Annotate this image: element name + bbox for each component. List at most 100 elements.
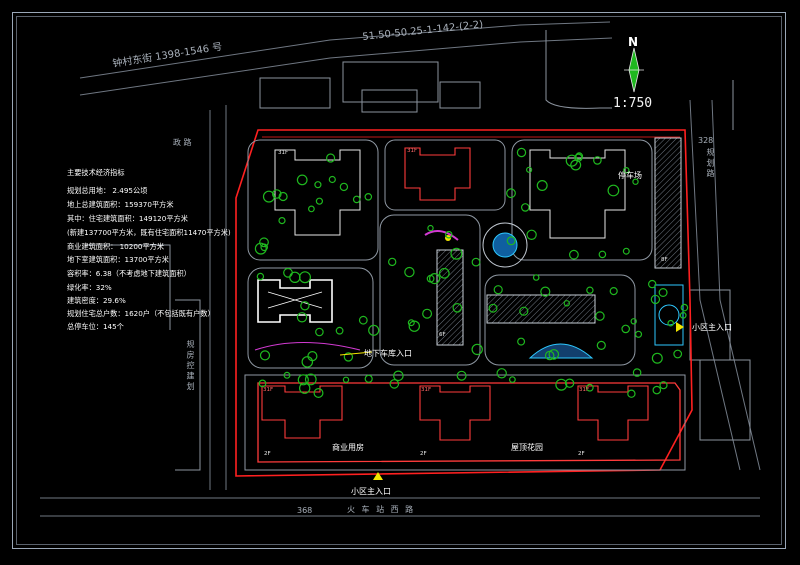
tree-icon — [444, 230, 453, 239]
road-left-label: 政 路 — [173, 138, 192, 147]
tree-icon — [596, 340, 606, 350]
tree-icon — [283, 371, 291, 379]
parking-label: 停车场 — [618, 171, 642, 180]
tree-icon — [506, 188, 516, 199]
spec-line: (新建137700平方米，既有住宅面积11470平方米) — [67, 228, 231, 237]
specs-title: 主要技术经济指标 — [67, 168, 125, 177]
tree-icon — [548, 349, 560, 360]
red-towers — [257, 147, 681, 463]
tree-icon — [623, 166, 630, 174]
tree-icon — [304, 373, 317, 386]
floor-tag: 2F — [578, 451, 585, 457]
tree-icon — [299, 271, 312, 284]
tree-icon — [509, 376, 516, 384]
tree-icon — [389, 379, 400, 389]
tree-icon — [471, 257, 481, 267]
tree-icon — [673, 349, 683, 359]
tree-icon — [422, 308, 433, 319]
spec-line: 地下室建筑面积：13700平方米 — [67, 255, 169, 264]
tree-icon — [517, 337, 526, 346]
tree-icon — [609, 287, 618, 296]
spec-line: 容积率：6.38（不考虑地下建筑面积） — [67, 269, 191, 278]
tree-icon — [648, 279, 657, 289]
floor-tag: 31F — [579, 387, 590, 393]
floor-tag: 8F — [661, 257, 668, 263]
spec-line: 商业建筑面积： 10200平方米 — [67, 242, 165, 251]
tree-icon — [622, 247, 630, 255]
tree-icon — [283, 267, 293, 278]
tree-icon — [536, 180, 548, 192]
tree-icon — [299, 382, 311, 394]
tree-icon — [296, 312, 308, 323]
tree-icon — [364, 374, 373, 383]
tree-icon — [627, 389, 636, 398]
tree-icon — [595, 311, 605, 321]
tree-icon — [301, 356, 314, 368]
context-buildings — [85, 30, 751, 471]
tree-icon — [260, 243, 269, 252]
tree-icon — [667, 319, 675, 327]
internal-roads — [244, 139, 686, 471]
tree-icon — [429, 273, 441, 285]
tree-icon — [259, 350, 271, 361]
slab-buildings — [436, 137, 682, 346]
tree-icon — [315, 327, 324, 337]
spec-line: 规划总用地： 2.495公顷 — [67, 186, 148, 195]
drawing-frame-inner — [16, 16, 782, 545]
tree-icon — [506, 236, 516, 246]
floor-tag: 31F — [421, 387, 432, 393]
tree-icon — [300, 301, 310, 311]
floor-tag: 2F — [264, 451, 271, 457]
tree-icon — [574, 153, 583, 162]
tree-icon — [525, 166, 533, 173]
tree-icon — [364, 193, 373, 201]
tree-icon — [516, 147, 527, 158]
floor-tag: 31F — [263, 387, 274, 393]
tree-icon — [520, 203, 530, 212]
roof-garden-label: 屋顶花园 — [511, 443, 543, 452]
tree-icon — [342, 376, 350, 383]
entrance-arrow-bottom-icon — [373, 472, 383, 480]
tree-icon — [427, 224, 434, 232]
tree-icon — [680, 303, 689, 312]
tree-icon — [658, 288, 668, 298]
landscape-features — [254, 222, 684, 359]
tree-icon — [607, 184, 620, 197]
tree-icon — [651, 352, 663, 364]
floor-tag: 31F — [407, 148, 418, 154]
spec-line: 绿化率：32% — [67, 283, 112, 292]
road-bottom-label: 火 车 站 西 路 — [347, 505, 416, 514]
tree-icon — [679, 311, 687, 319]
tree-icon — [450, 247, 463, 260]
tree-icon — [563, 300, 571, 307]
tree-icon — [408, 320, 420, 332]
tree-icon — [652, 385, 662, 395]
tree-icon — [339, 182, 349, 192]
tree-icon — [544, 350, 555, 361]
spec-line: 规划住宅总户数：1620户（不包括既有户数） — [67, 309, 215, 318]
underground-entrance-label: 地下车库入口 — [364, 349, 412, 358]
tree-icon — [555, 378, 568, 391]
tree-icon — [630, 318, 637, 325]
tree-icon — [297, 374, 309, 386]
tree-icon — [313, 388, 324, 399]
tree-icon — [314, 181, 322, 189]
tree-icon — [326, 153, 336, 163]
tree-icon — [259, 237, 269, 248]
tree-icon — [296, 174, 308, 186]
tree-icon — [289, 271, 301, 283]
tree-icon — [593, 156, 602, 165]
tree-icon — [471, 343, 483, 356]
bottom-number: 368 — [297, 506, 313, 515]
tree-icon — [634, 330, 643, 338]
tree-icon — [540, 286, 551, 297]
tree-icon — [632, 368, 642, 377]
entrance-arrow-right-icon — [676, 322, 684, 332]
commercial-label: 商业用房 — [332, 443, 364, 452]
main-entrance-right-label: 小区主入口 — [692, 323, 732, 332]
context-roads — [40, 21, 761, 517]
drawing-frame-outer — [12, 12, 786, 549]
tree-icon — [532, 274, 540, 281]
tree-icon — [315, 197, 323, 205]
tree-icon — [335, 326, 344, 335]
